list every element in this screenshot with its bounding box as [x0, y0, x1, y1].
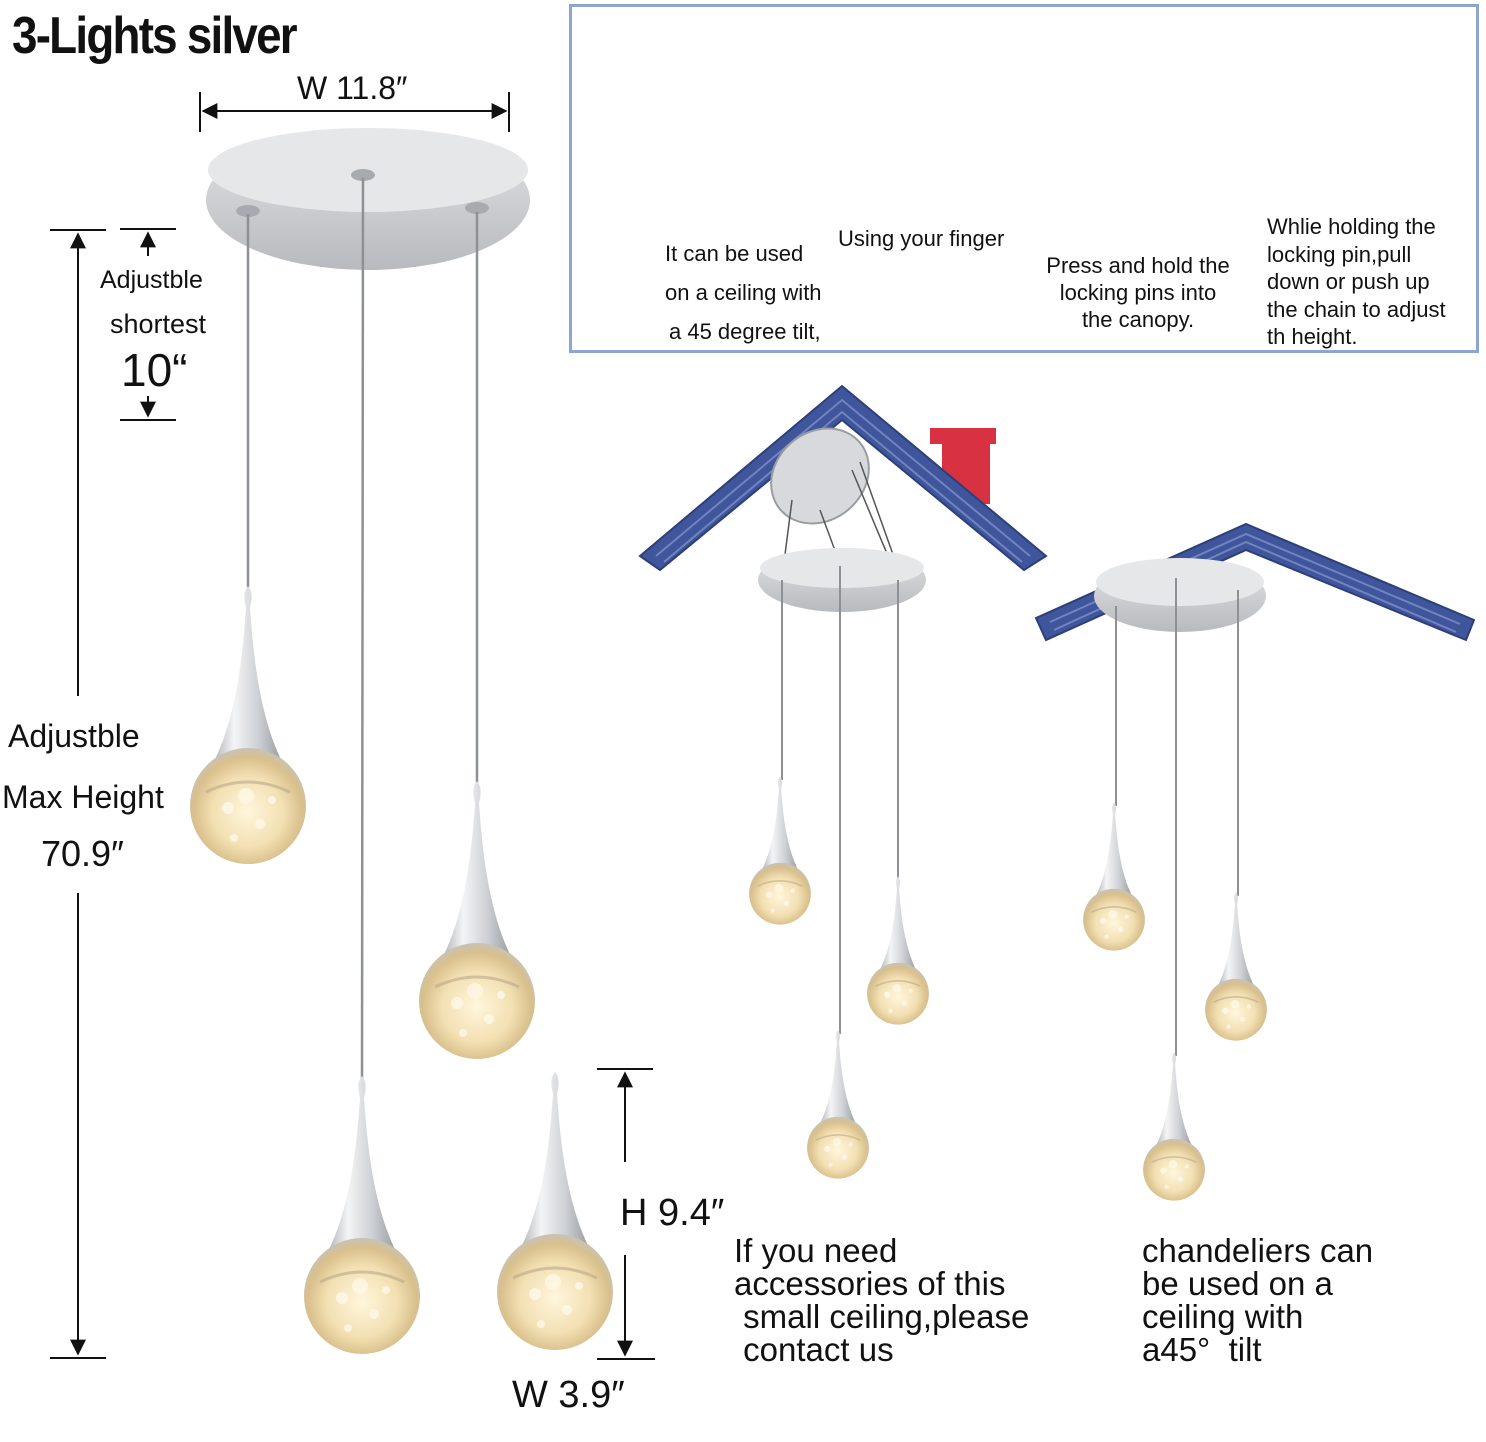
note-line: small ceiling,please [734, 1298, 1030, 1335]
roof-example-2 [1034, 522, 1476, 1202]
roof [638, 384, 1048, 572]
tilt-note: chandeliers can be used on a ceiling wit… [1142, 1234, 1373, 1366]
step-4-line: th height. [1267, 324, 1358, 349]
step-4-line: down or push up [1267, 269, 1430, 294]
max-height-label-line2: Max Height [2, 779, 164, 815]
step-1-line: It can be used [665, 241, 804, 266]
roof-example-1 [638, 384, 1048, 1180]
canopy-width-label: W 11.8″ [297, 70, 408, 106]
dimension-lines [50, 92, 655, 1360]
max-height-label-line1: Adjustble [8, 718, 140, 754]
accessories-note: If you need accessories of this small ce… [734, 1234, 1029, 1366]
step-4-line: locking pin,pull [1267, 241, 1412, 267]
note-line: If you need [734, 1232, 898, 1269]
step-3-line: Press and hold the [1046, 253, 1230, 278]
step-3-caption: Press and hold the locking pins into the… [1038, 252, 1238, 333]
step-3-line: the canopy. [1081, 307, 1195, 332]
installation-steps-box [569, 4, 1479, 353]
shortest-value: 10“ [121, 344, 188, 396]
step-2-caption: Using your finger [838, 226, 1004, 252]
note-line: a45° tilt [1142, 1331, 1262, 1368]
pendant-globe [417, 781, 537, 1061]
main-chandelier [188, 128, 615, 1356]
note-line: be used on a [1142, 1265, 1333, 1302]
step-1-caption: It can be used on a ceiling with a 45 de… [665, 234, 822, 351]
note-line: contact us [734, 1331, 894, 1368]
page-title: 3-Lights silver [12, 7, 298, 65]
shortest-label-line1: Adjustble [100, 266, 203, 294]
note-line: chandeliers can [1142, 1232, 1374, 1269]
step-3-line: locking pins into [1059, 280, 1217, 305]
shortest-label-line2: shortest [110, 309, 207, 339]
pendant-globe-detail [495, 1072, 615, 1352]
pendant-globe [302, 1076, 422, 1356]
max-height-value: 70.9″ [41, 833, 124, 874]
step-1-line: a 45 degree tilt, [669, 319, 821, 344]
chimney [930, 428, 996, 444]
step-4-line: the chain to adjust [1267, 296, 1446, 322]
note-line: accessories of this [734, 1265, 1006, 1302]
pendant-globe [188, 586, 308, 866]
step-2-line: Using your finger [838, 226, 1005, 251]
step-1-line: on a ceiling with [665, 280, 822, 305]
step-4-line: Whlie holding the [1267, 214, 1436, 239]
step-4-caption: Whlie holding the locking pin,pull down … [1267, 213, 1446, 351]
globe-height-label: H 9.4″ [620, 1192, 725, 1234]
note-line: ceiling with [1142, 1298, 1304, 1335]
globe-width-label: W 3.9″ [512, 1374, 625, 1416]
